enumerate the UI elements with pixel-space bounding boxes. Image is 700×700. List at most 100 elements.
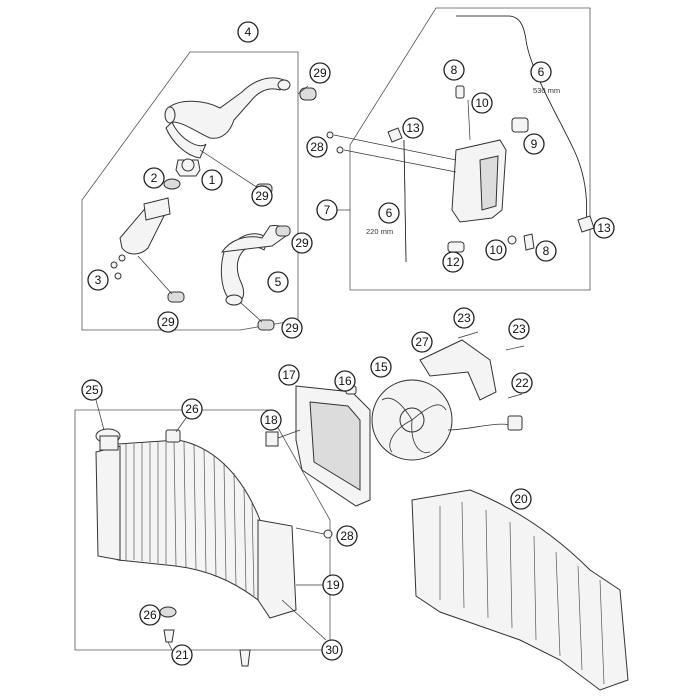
callout-30-label: 30	[325, 643, 339, 657]
callout-9-bubble	[523, 133, 545, 155]
callout-12: 12	[442, 251, 464, 273]
side-panel-20	[411, 489, 629, 691]
callout-28b-label: 28	[340, 529, 354, 543]
hose-length-530: 530 mm	[533, 86, 560, 95]
callout-29c-label: 29	[161, 315, 175, 329]
callout-29e: 29	[281, 317, 303, 339]
callout-10a: 10	[471, 92, 493, 114]
fitting-8b	[523, 233, 535, 251]
radiator-tab-26	[165, 429, 181, 443]
callout-21: 21	[171, 644, 193, 666]
callout-4: 4	[237, 21, 259, 43]
expansion-tank	[451, 139, 507, 223]
callout-23a: 23	[453, 307, 475, 329]
callout-6a: 6	[530, 61, 552, 83]
callout-10b: 10	[485, 239, 507, 261]
tank-nipple	[455, 85, 465, 99]
fan-bracket-27	[419, 339, 497, 401]
callout-23b-label: 23	[512, 322, 526, 336]
callout-9: 9	[523, 133, 545, 155]
clamp-29-top	[299, 87, 317, 101]
callout-26a-bubble	[181, 398, 203, 420]
fan-wire	[447, 423, 515, 431]
callout-28a: 28	[306, 136, 328, 158]
callout-22-label: 22	[515, 376, 529, 390]
clamp-29-small-b	[257, 319, 275, 331]
callout-26b-bubble	[139, 604, 161, 626]
screw-28a	[326, 131, 334, 139]
callout-29d: 29	[291, 232, 313, 254]
callout-13b: 13	[593, 217, 615, 239]
callout-10b-label: 10	[489, 243, 503, 257]
callout-17: 17	[278, 364, 300, 386]
callout-23b: 23	[508, 318, 530, 340]
radiator-side-panel	[411, 489, 629, 691]
callout-16-bubble	[334, 370, 356, 392]
callout-29e-label: 29	[285, 321, 299, 335]
callout-28b: 28	[336, 525, 358, 547]
screw-3b	[118, 254, 126, 262]
pipe-fitting	[143, 197, 171, 221]
callout-18-bubble	[260, 409, 282, 431]
callout-26b-label: 26	[143, 608, 157, 622]
callout-25-bubble	[81, 379, 103, 401]
callout-2-label: 2	[151, 171, 158, 185]
callout-29b-bubble	[251, 185, 273, 207]
callout-20: 20	[510, 488, 532, 510]
callout-29c: 29	[157, 311, 179, 333]
tank-cap	[511, 117, 529, 133]
callout-5-bubble	[267, 271, 289, 293]
upper-hose	[167, 77, 285, 139]
callout-27: 27	[411, 331, 433, 353]
thermostat	[181, 158, 195, 172]
callout-21-label: 21	[175, 648, 189, 662]
clamp-29-low	[167, 291, 185, 303]
callout-22: 22	[511, 372, 533, 394]
callout-21-bubble	[171, 644, 193, 666]
callout-15-bubble	[370, 356, 392, 378]
hose-end-b	[277, 79, 291, 91]
callout-7: 7	[316, 199, 338, 221]
expansion-tank-group-outline	[349, 7, 591, 291]
callout-12-label: 12	[446, 255, 460, 269]
callout-10a-label: 10	[475, 96, 489, 110]
callout-28a-label: 28	[310, 140, 324, 154]
overflow-hose-530-inner	[456, 15, 588, 223]
callout-6b-bubble	[378, 202, 400, 224]
callout-6b-label: 6	[386, 206, 393, 220]
radiator-assembly	[95, 428, 333, 641]
callout-13b-label: 13	[597, 221, 611, 235]
callout-19: 19	[322, 574, 344, 596]
callout-23a-label: 23	[457, 311, 471, 325]
bracket-18	[265, 431, 279, 447]
callout-26a-label: 26	[185, 402, 199, 416]
callout-30: 30	[321, 639, 343, 661]
fan-blade-a	[381, 397, 413, 421]
callout-5-label: 5	[275, 275, 282, 289]
callout-8a-label: 8	[451, 63, 458, 77]
fan-blade-d	[389, 419, 413, 453]
callout-3-bubble	[87, 269, 109, 291]
callout-15-label: 15	[374, 360, 388, 374]
callout-2-bubble	[143, 167, 165, 189]
callout-29d-bubble	[291, 232, 313, 254]
callout-4-bubble	[237, 21, 259, 43]
callout-15: 15	[370, 356, 392, 378]
callout-18: 18	[260, 409, 282, 431]
callout-13b-bubble	[593, 217, 615, 239]
callout-29c-bubble	[157, 311, 179, 333]
callout-6b: 6	[378, 202, 400, 224]
callout-10b-bubble	[485, 239, 507, 261]
callout-10a-bubble	[471, 92, 493, 114]
callout-8a: 8	[443, 59, 465, 81]
fastener-21	[163, 629, 175, 643]
breather-hose-220-inner	[403, 139, 407, 263]
callout-20-bubble	[510, 488, 532, 510]
callout-1-bubble	[201, 169, 223, 191]
callout-25-label: 25	[85, 383, 99, 397]
callout-27-label: 27	[415, 335, 429, 349]
hose-end-a	[164, 106, 176, 124]
callout-16: 16	[334, 370, 356, 392]
callout-8b-label: 8	[543, 244, 550, 258]
